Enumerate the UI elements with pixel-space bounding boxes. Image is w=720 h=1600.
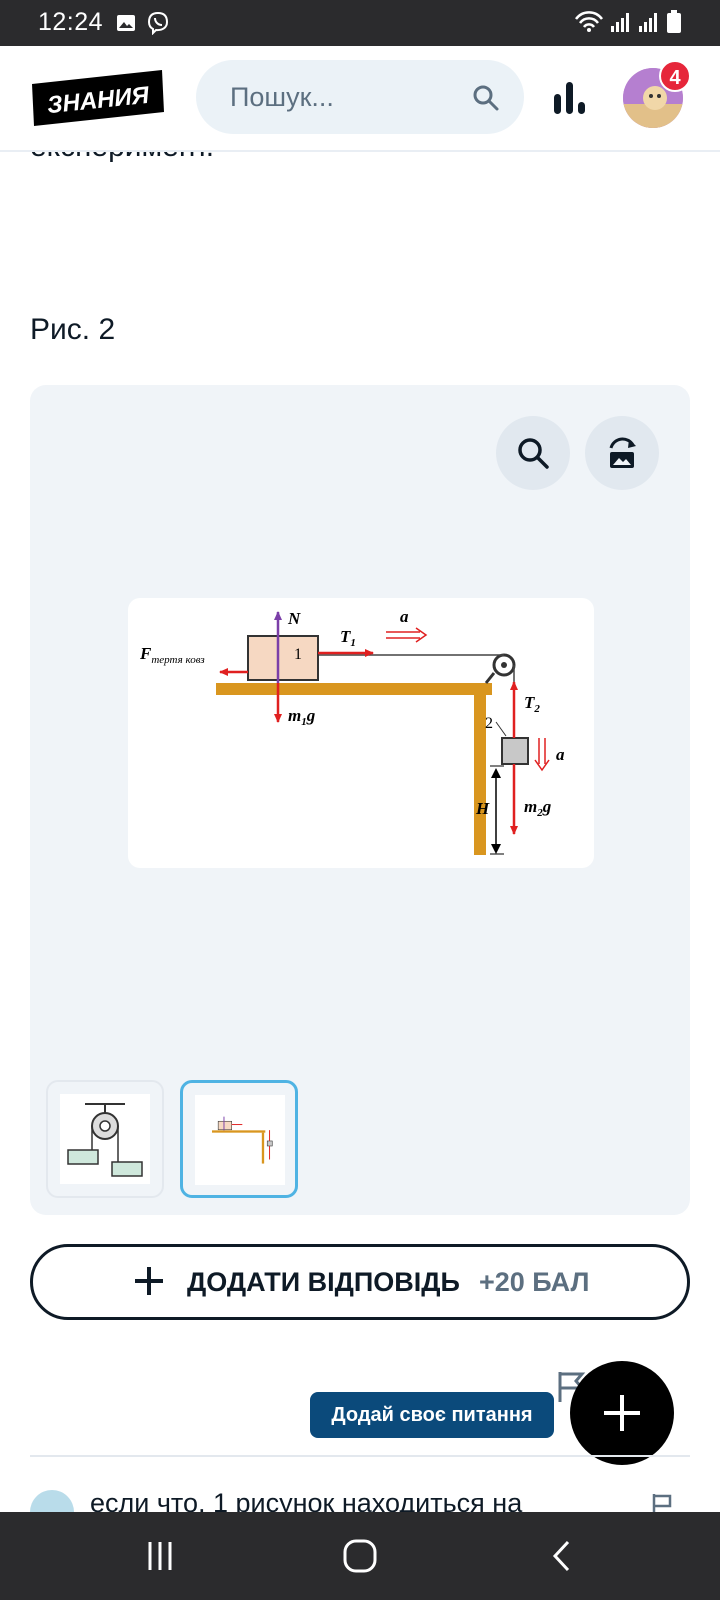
report-flag-icon[interactable]	[556, 1370, 586, 1404]
block-2	[501, 737, 529, 765]
signal-icon-1	[610, 11, 632, 38]
physics-diagram[interactable]: 1 2 N m1g Fтертя ковз T1 a T2	[128, 598, 594, 868]
system-nav-bar	[0, 1512, 720, 1600]
commenter-avatar[interactable]	[30, 1490, 74, 1514]
app-header: ЗНАНИЯ Пошук... 4	[0, 46, 720, 152]
magnifier-icon	[518, 438, 549, 469]
brand-logo[interactable]: ЗНАНИЯ	[32, 70, 164, 126]
acceleration-top-label: a	[400, 607, 409, 626]
add-answer-points: +20 БАЛ	[479, 1267, 590, 1297]
viber-icon	[146, 11, 170, 40]
section-divider	[30, 1455, 690, 1457]
table-leg	[474, 695, 486, 855]
rotate-image-button[interactable]	[585, 416, 659, 490]
plus-icon	[604, 1395, 640, 1431]
home-button[interactable]	[338, 1534, 382, 1578]
comment-text: если что, 1 рисунок находиться на	[90, 1488, 523, 1514]
gallery-notification-icon	[116, 13, 136, 38]
recent-apps-button[interactable]	[138, 1534, 182, 1578]
block-1	[247, 635, 319, 681]
friction-label: Fтертя ковз	[139, 644, 205, 666]
rotate-image-icon	[609, 437, 636, 468]
search-input[interactable]: Пошук...	[196, 60, 524, 134]
figure-label: Рис. 2	[30, 313, 116, 346]
leaderboard-icon[interactable]	[552, 80, 588, 116]
signal-icon-2	[638, 11, 660, 38]
svg-text:T2: T2	[524, 693, 540, 715]
svg-text:T1: T1	[340, 627, 356, 649]
status-time: 12:24	[38, 8, 104, 36]
ask-question-tooltip[interactable]: Додай своє питання	[310, 1392, 554, 1438]
svg-text:m1g: m1g	[288, 706, 316, 728]
zoom-button[interactable]	[496, 416, 570, 490]
ask-question-fab[interactable]	[570, 1361, 674, 1465]
recent-apps-icon	[148, 1542, 172, 1570]
thumbnail-1[interactable]	[46, 1080, 164, 1198]
height-label: H	[475, 799, 490, 818]
back-button[interactable]	[540, 1534, 584, 1578]
search-icon[interactable]	[472, 84, 500, 112]
svg-text:m2g: m2g	[524, 797, 552, 819]
battery-icon	[666, 10, 682, 39]
block-1-label: 1	[294, 646, 302, 663]
acceleration-right-label: a	[556, 745, 565, 764]
add-answer-label: ДОДАТИ ВІДПОВІДЬ	[187, 1267, 460, 1297]
attachment-gallery: 1 2 N m1g Fтертя ковз T1 a T2	[30, 385, 690, 1215]
normal-force-label: N	[287, 609, 301, 628]
comment-row: если что, 1 рисунок находиться на	[30, 1486, 690, 1514]
status-bar: 12:24	[0, 0, 720, 46]
wifi-icon	[574, 11, 604, 38]
report-flag-icon[interactable]	[650, 1492, 674, 1514]
notification-badge[interactable]: 4	[659, 60, 691, 92]
home-icon	[343, 1539, 377, 1573]
search-placeholder: Пошук...	[230, 82, 334, 112]
thumbnail-2[interactable]	[180, 1080, 298, 1198]
table-surface	[216, 683, 492, 695]
plus-icon	[129, 1261, 169, 1301]
block-2-label: 2	[485, 715, 493, 732]
back-icon	[552, 1540, 570, 1572]
add-answer-button[interactable]: ДОДАТИ ВІДПОВІДЬ +20 БАЛ	[30, 1244, 690, 1320]
